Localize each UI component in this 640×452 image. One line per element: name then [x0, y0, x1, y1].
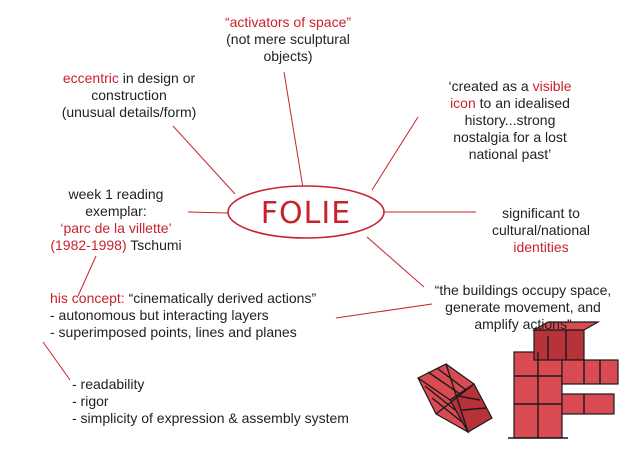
activators-quote: “activators of space” [224, 14, 352, 30]
qualities-item3: - simplicity of expression & assembly sy… [72, 410, 349, 426]
note-visible-icon: ‘created as a visible icon to an idealis… [420, 78, 600, 163]
connector-eccentric [172, 125, 236, 195]
eccentric-line2: construction [91, 87, 167, 103]
concept-line1: his concept: “cinematically derived acti… [50, 290, 316, 307]
significant-line2: cultural/national [491, 222, 591, 238]
eccentric-line1: eccentric in design or [34, 70, 224, 87]
concept-quote: “cinematically derived actions” [124, 290, 317, 306]
note-significant: significant to cultural/national identit… [476, 205, 606, 256]
qualities-item2: - rigor [72, 393, 109, 409]
connector-activators [283, 71, 304, 189]
eccentric-line1-rest: in design or [118, 70, 196, 86]
connector-buildings [366, 236, 425, 288]
significant-line1: significant to [502, 205, 580, 221]
week1-architect: Tschumi [126, 237, 182, 253]
connector-week1-concept [77, 255, 97, 297]
buildings-line1: “the buildings occupy space, [434, 282, 612, 298]
eccentric-keyword: eccentric [62, 70, 119, 86]
folie-label: FOLIE [261, 196, 351, 231]
icon-line3: history...strong [464, 112, 556, 128]
note-eccentric: eccentric in design or construction (unu… [34, 70, 224, 121]
eccentric-line3: (unusual details/form) [61, 104, 197, 120]
activators-line3: objects) [263, 48, 313, 64]
week1-line1: week 1 reading [68, 186, 164, 202]
week1-years: (1982-1998) [50, 237, 127, 253]
concept-keyword: his concept: [50, 290, 125, 306]
connector-week1 [187, 211, 229, 214]
activators-line2: (not mere sculptural [226, 31, 350, 47]
note-activators: “activators of space” (not mere sculptur… [208, 14, 368, 65]
note-buildings: “the buildings occupy space, generate mo… [418, 282, 628, 333]
icon-line5: national past’ [468, 146, 552, 162]
significant-identities: identities [513, 239, 569, 255]
icon-line4: nostalgia for a lost [453, 129, 567, 145]
connector-concept-qualities [42, 341, 71, 381]
connector-icon [371, 116, 419, 191]
connector-buildings-concept [335, 303, 433, 319]
icon-visible-word: visible [532, 78, 572, 94]
folie-sketch-right [508, 321, 619, 439]
icon-line2-rest: to an idealised [475, 95, 570, 111]
buildings-line3: amplify actions” [474, 316, 572, 332]
week1-line4: (1982-1998) Tschumi [34, 237, 198, 254]
folie-sketch-left [416, 363, 493, 434]
note-week1: week 1 reading exemplar: ‘parc de la vil… [34, 186, 198, 254]
folie-ellipse [227, 185, 385, 239]
icon-line2: icon to an idealised [420, 95, 600, 112]
week1-line2: exemplar: [85, 203, 147, 219]
buildings-line2: generate movement, and [445, 299, 601, 315]
note-qualities: - readability - rigor - simplicity of ex… [72, 376, 349, 427]
icon-line1: ‘created as a visible [420, 78, 600, 95]
note-concept: his concept: “cinematically derived acti… [50, 290, 316, 341]
concept-item2: - superimposed points, lines and planes [50, 324, 297, 340]
icon-icon-word: icon [450, 95, 476, 111]
concept-item1: - autonomous but interacting layers [50, 307, 269, 323]
week1-parc-title: ‘parc de la villette’ [60, 220, 172, 236]
qualities-item1: - readability [72, 376, 145, 392]
icon-line1-pre: ‘created as a [448, 78, 533, 94]
